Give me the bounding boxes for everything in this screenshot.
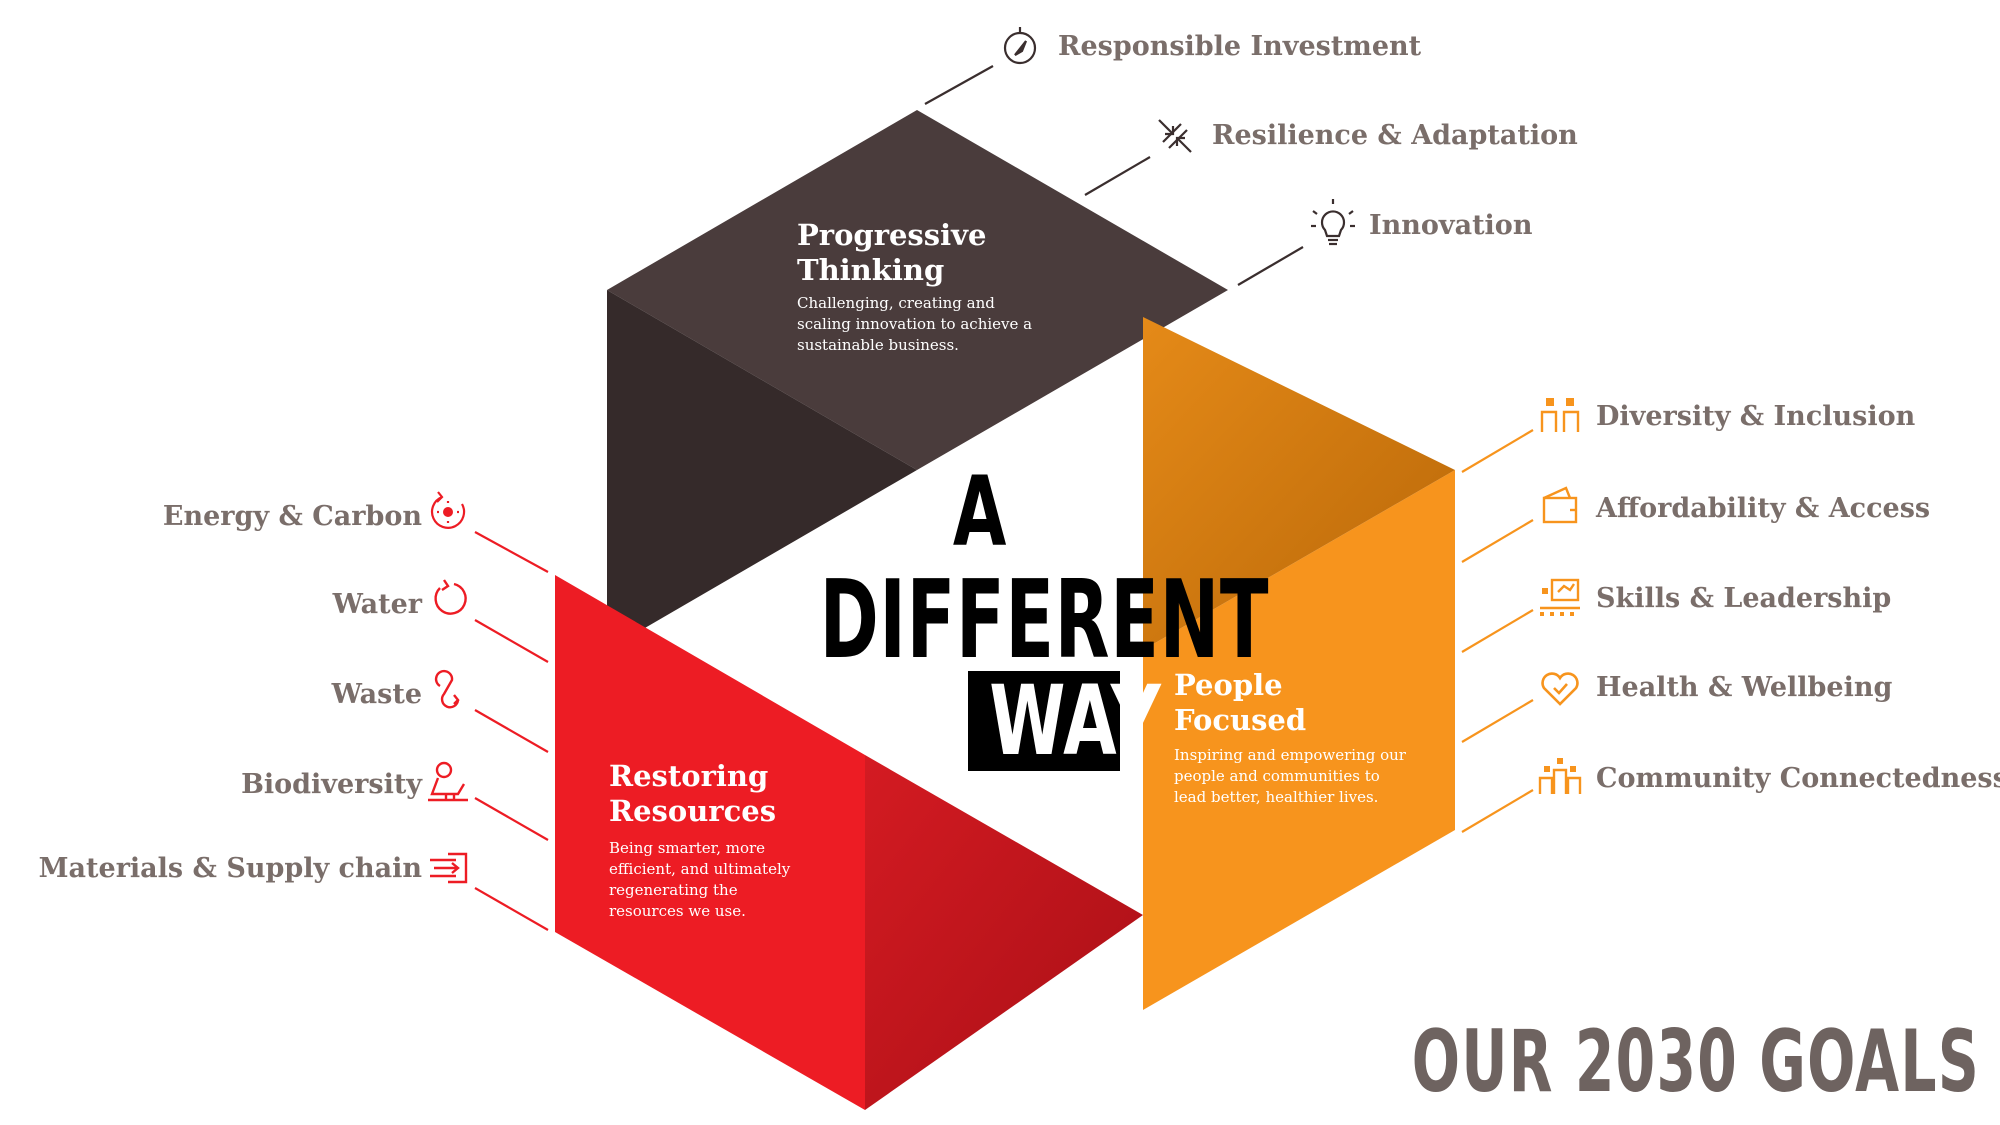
progressive-top-face (607, 110, 1228, 470)
goal-health-wellbeing: Health & Wellbeing (1596, 672, 1893, 703)
restoring-title-line1: Restoring (609, 759, 769, 793)
wallet-icon (1542, 486, 1578, 524)
lightbulb-icon (1311, 199, 1355, 246)
restoring-title-line2: Resources (609, 794, 777, 828)
goal-diversity-inclusion: Diversity & Inclusion (1596, 401, 1916, 432)
progressive-title: Progressive Thinking (797, 218, 986, 288)
connectors-restoring (474, 531, 549, 931)
goal-waste: Waste (331, 679, 422, 710)
sun-icon (430, 491, 466, 529)
goal-skills-leadership: Skills & Leadership (1596, 583, 1892, 614)
people-top-face (1143, 317, 1455, 650)
connectors-progressive (924, 65, 1304, 286)
water-drop-icon (434, 579, 467, 615)
heart-icon (1541, 672, 1579, 706)
people-title-line1: People (1174, 668, 1283, 702)
supply-chain-icon (430, 852, 468, 884)
restoring-front-face (555, 575, 865, 1110)
goal-materials-supply-chain: Materials & Supply chain (38, 853, 422, 884)
goal-biodiversity: Biodiversity (241, 769, 422, 800)
center-heading-way-box (968, 671, 1120, 771)
goal-water: Water (332, 589, 422, 620)
goal-energy-carbon: Energy & Carbon (162, 501, 422, 532)
goal-community-connectedness: Community Connectedness (1596, 763, 2000, 794)
progressive-description: Challenging, creating and scaling innova… (797, 294, 1033, 354)
progressive-side-face (607, 290, 917, 650)
people-title-line2: Focused (1174, 703, 1307, 737)
connectors-people (1461, 429, 1534, 833)
center-heading-different: DIFFERENT (819, 558, 1270, 683)
people-icon (1540, 398, 1580, 432)
compass-icon (1003, 27, 1037, 65)
restoring-side-face (865, 755, 1143, 1110)
restoring-description: Being smarter, more efficient, and ultim… (609, 839, 791, 920)
restoring-title: Restoring Resources (609, 759, 776, 829)
progressive-title-line1: Progressive (797, 218, 987, 252)
presentation-icon (1540, 578, 1580, 616)
arrows-icon (1158, 119, 1192, 153)
people-title: People Focused (1174, 668, 1306, 738)
goal-affordability-access: Affordability & Access (1596, 493, 1931, 524)
goal-responsible-investment: Responsible Investment (1058, 31, 1422, 62)
waste-loop-icon (434, 669, 460, 709)
center-heading-a: A (952, 456, 1008, 568)
bird-icon (428, 761, 468, 802)
people-description: Inspiring and empowering our people and … (1174, 746, 1406, 806)
footer-title: OUR 2030 GOALS (1411, 1012, 1980, 1112)
center-heading-way: WAY (989, 665, 1162, 777)
community-icon (1538, 758, 1582, 794)
progressive-title-line2: Thinking (797, 253, 945, 287)
goal-resilience-adaptation: Resilience & Adaptation (1212, 120, 1578, 151)
goal-innovation: Innovation (1369, 210, 1533, 241)
